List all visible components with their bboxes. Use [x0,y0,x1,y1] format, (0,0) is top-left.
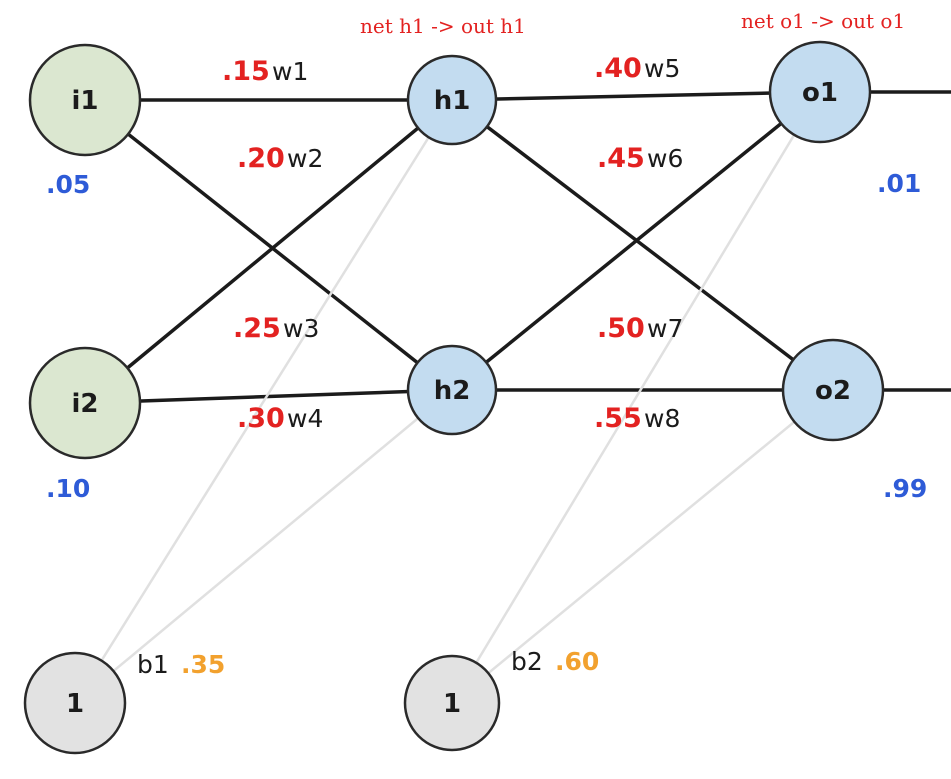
node-i1 [28,43,142,157]
weight-w1-value: .15 [222,56,270,87]
weight-w6-name: w6 [647,144,683,173]
node-bias-1-label: 1 [66,689,84,719]
weight-w3-value: .25 [233,313,281,344]
node-o2-label: o2 [815,376,851,406]
weight-w3-name: w3 [283,314,319,343]
node-h1 [406,54,498,146]
node-bias-1 [23,651,127,755]
node-bias-2 [403,654,501,752]
node-i2 [28,346,142,460]
node-o1-label: o1 [802,78,838,108]
edge-h1-o1 [451,90,821,102]
weight-w8-value: .55 [594,403,642,434]
weight-w6-value: .45 [597,143,645,174]
output-layer-annotation: net o1 -> out o1 [741,9,905,33]
bias-b2-value: .60 [555,647,599,676]
output-o2-value: .99 [883,474,927,503]
output-o1-value: .01 [877,169,921,198]
node-i2-label: i2 [71,389,98,419]
node-o2 [781,338,885,442]
input-i1-value: .05 [46,170,90,199]
weight-w2-name: w2 [287,144,323,173]
edge-i2-h1 [83,98,454,405]
weight-w4-name: w4 [287,404,323,433]
node-h1-label: h1 [434,86,471,116]
weight-w5-name: w5 [644,54,680,83]
edge-h1-o2 [450,98,835,392]
edge-i1-h2 [83,98,454,392]
edge-b1-h2 [74,389,453,704]
weight-w7-name: w7 [647,314,683,343]
node-bias-2-label: 1 [443,689,461,719]
weight-w4-value: .30 [237,403,285,434]
hidden-layer-annotation: net h1 -> out h1 [360,14,526,38]
weight-w7-value: .50 [597,313,645,344]
edge-b1-h1 [73,99,454,704]
input-i2-value: .10 [46,474,90,503]
weight-w5-value: .40 [594,53,642,84]
weight-w1-name: w1 [272,57,308,86]
edge-h2-o1 [450,90,822,392]
bias-b2-name: b2 [511,647,543,676]
edge-i2-h2 [84,388,453,405]
weight-w2-value: .20 [237,143,285,174]
node-i1-label: i1 [71,86,98,116]
bias-b1-value: .35 [181,650,225,679]
edge-b2-o2 [451,389,834,704]
node-h2 [406,344,498,436]
weight-w8-name: w8 [644,404,680,433]
edge-b2-o1 [450,91,822,704]
bias-b1-name: b1 [137,650,169,679]
node-h2-label: h2 [434,376,471,406]
node-o1 [768,40,872,144]
